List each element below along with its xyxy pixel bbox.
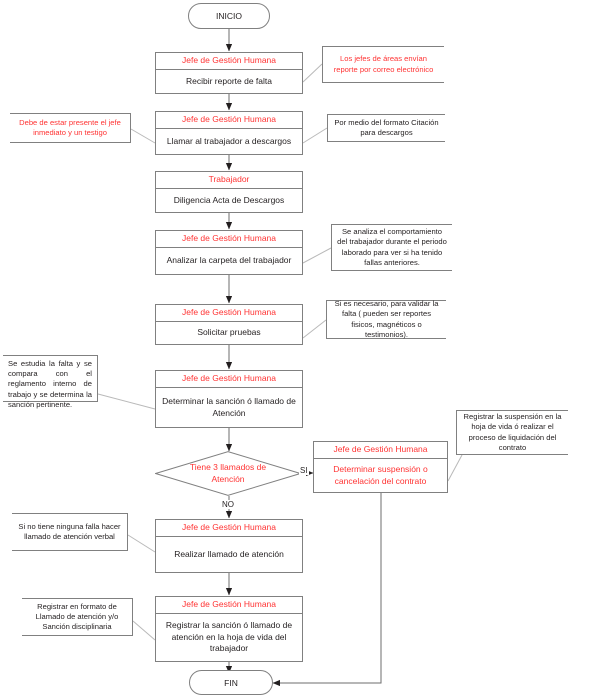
note-registrar-suspension: Registrar la suspensión en la hoja de vi… xyxy=(456,410,568,455)
note-text: Se analiza el comportamiento del trabaja… xyxy=(337,227,447,267)
terminator-start[interactable]: INICIO xyxy=(188,3,270,29)
edge-label-no: NO xyxy=(221,500,235,509)
action-label: Solicitar pruebas xyxy=(197,327,261,338)
note-jefe-inmediato-testigo: Debe de estar presente el jefe inmediato… xyxy=(10,113,131,143)
role-label: Jefe de Gestión Humana xyxy=(156,305,302,322)
action-label: Diligencia Acta de Descargos xyxy=(173,194,285,205)
note-reglamento-interno: Se estudia la falta y se compara con el … xyxy=(3,355,98,409)
process-box-determinar-suspension[interactable]: Jefe de Gestión Humana Determinar suspen… xyxy=(313,441,448,493)
role-label: Jefe de Gestión Humana xyxy=(314,442,447,459)
process-box-recibir-reporte[interactable]: Jefe de Gestión Humana Recibir reporte d… xyxy=(155,52,303,94)
note-text: Si no tiene ninguna falla hacer llamado … xyxy=(18,521,121,541)
process-box-acta-descargos[interactable]: Trabajador Diligencia Acta de Descargos xyxy=(155,171,303,213)
action-label: Registrar la sanción ó llamado de atenci… xyxy=(165,620,293,654)
note-text: Por medio del formato Citación para desc… xyxy=(334,117,439,137)
process-box-determinar-sancion[interactable]: Jefe de Gestión Humana Determinar la san… xyxy=(155,370,303,428)
note-comportamiento-trabajador: Se analiza el comportamiento del trabaja… xyxy=(331,224,452,271)
note-text: Registrar en formato de Llamado de atenc… xyxy=(35,601,119,632)
role-label: Jefe de Gestión Humana xyxy=(156,371,302,388)
note-text: Debe de estar presente el jefe inmediato… xyxy=(19,117,121,137)
action-label: Recibir reporte de falta xyxy=(186,75,272,86)
decision-shape xyxy=(155,451,301,496)
edge-label-si: SI xyxy=(299,466,309,475)
process-box-llamar-trabajador[interactable]: Jefe de Gestión Humana Llamar al trabaja… xyxy=(155,111,303,155)
note-formato-citacion: Por medio del formato Citación para desc… xyxy=(327,114,445,142)
role-label: Jefe de Gestión Humana xyxy=(156,112,302,129)
action-label: Realizar llamado de atención xyxy=(174,548,284,559)
terminator-end[interactable]: FIN xyxy=(189,670,273,695)
action-label: Determinar suspensión o cancelación del … xyxy=(333,464,428,486)
action-label: Llamar al trabajador a descargos xyxy=(166,135,292,146)
action-label: Analizar la carpeta del trabajador xyxy=(166,255,292,266)
note-validar-falta: Si es necesario, para validar la falta (… xyxy=(326,299,446,339)
role-label: Jefe de Gestión Humana xyxy=(156,53,302,70)
role-label: Jefe de Gestión Humana xyxy=(156,231,302,248)
decision-label: Tiene 3 llamados de Atención xyxy=(189,462,267,484)
terminator-start-label: INICIO xyxy=(216,11,242,21)
process-box-analizar-carpeta[interactable]: Jefe de Gestión Humana Analizar la carpe… xyxy=(155,230,303,275)
role-label: Jefe de Gestión Humana xyxy=(156,597,302,614)
note-llamado-verbal: Si no tiene ninguna falla hacer llamado … xyxy=(12,513,128,551)
process-box-solicitar-pruebas[interactable]: Jefe de Gestión Humana Solicitar pruebas xyxy=(155,304,303,345)
role-label: Trabajador xyxy=(156,172,302,189)
terminator-end-label: FIN xyxy=(224,677,238,688)
note-text: Los jefes de áreas envían reporte por co… xyxy=(333,54,434,74)
note-text: Registrar la suspensión en la hoja de vi… xyxy=(463,412,562,452)
process-box-realizar-llamado[interactable]: Jefe de Gestión Humana Realizar llamado … xyxy=(155,519,303,573)
note-reporte-correo: Los jefes de áreas envían reporte por co… xyxy=(322,46,444,83)
note-text: Si es necesario, para validar la falta (… xyxy=(334,299,439,339)
action-label: Determinar la sanción ó llamado de Atenc… xyxy=(162,396,296,418)
role-label: Jefe de Gestión Humana xyxy=(156,520,302,537)
note-text: Se estudia la falta y se compara con el … xyxy=(8,359,92,409)
process-box-registrar-hoja-vida[interactable]: Jefe de Gestión Humana Registrar la sanc… xyxy=(155,596,303,662)
note-formato-sancion-disciplinaria: Registrar en formato de Llamado de atenc… xyxy=(22,598,133,636)
decision-tiene-3-llamados[interactable]: Tiene 3 llamados de Atención xyxy=(155,451,301,496)
